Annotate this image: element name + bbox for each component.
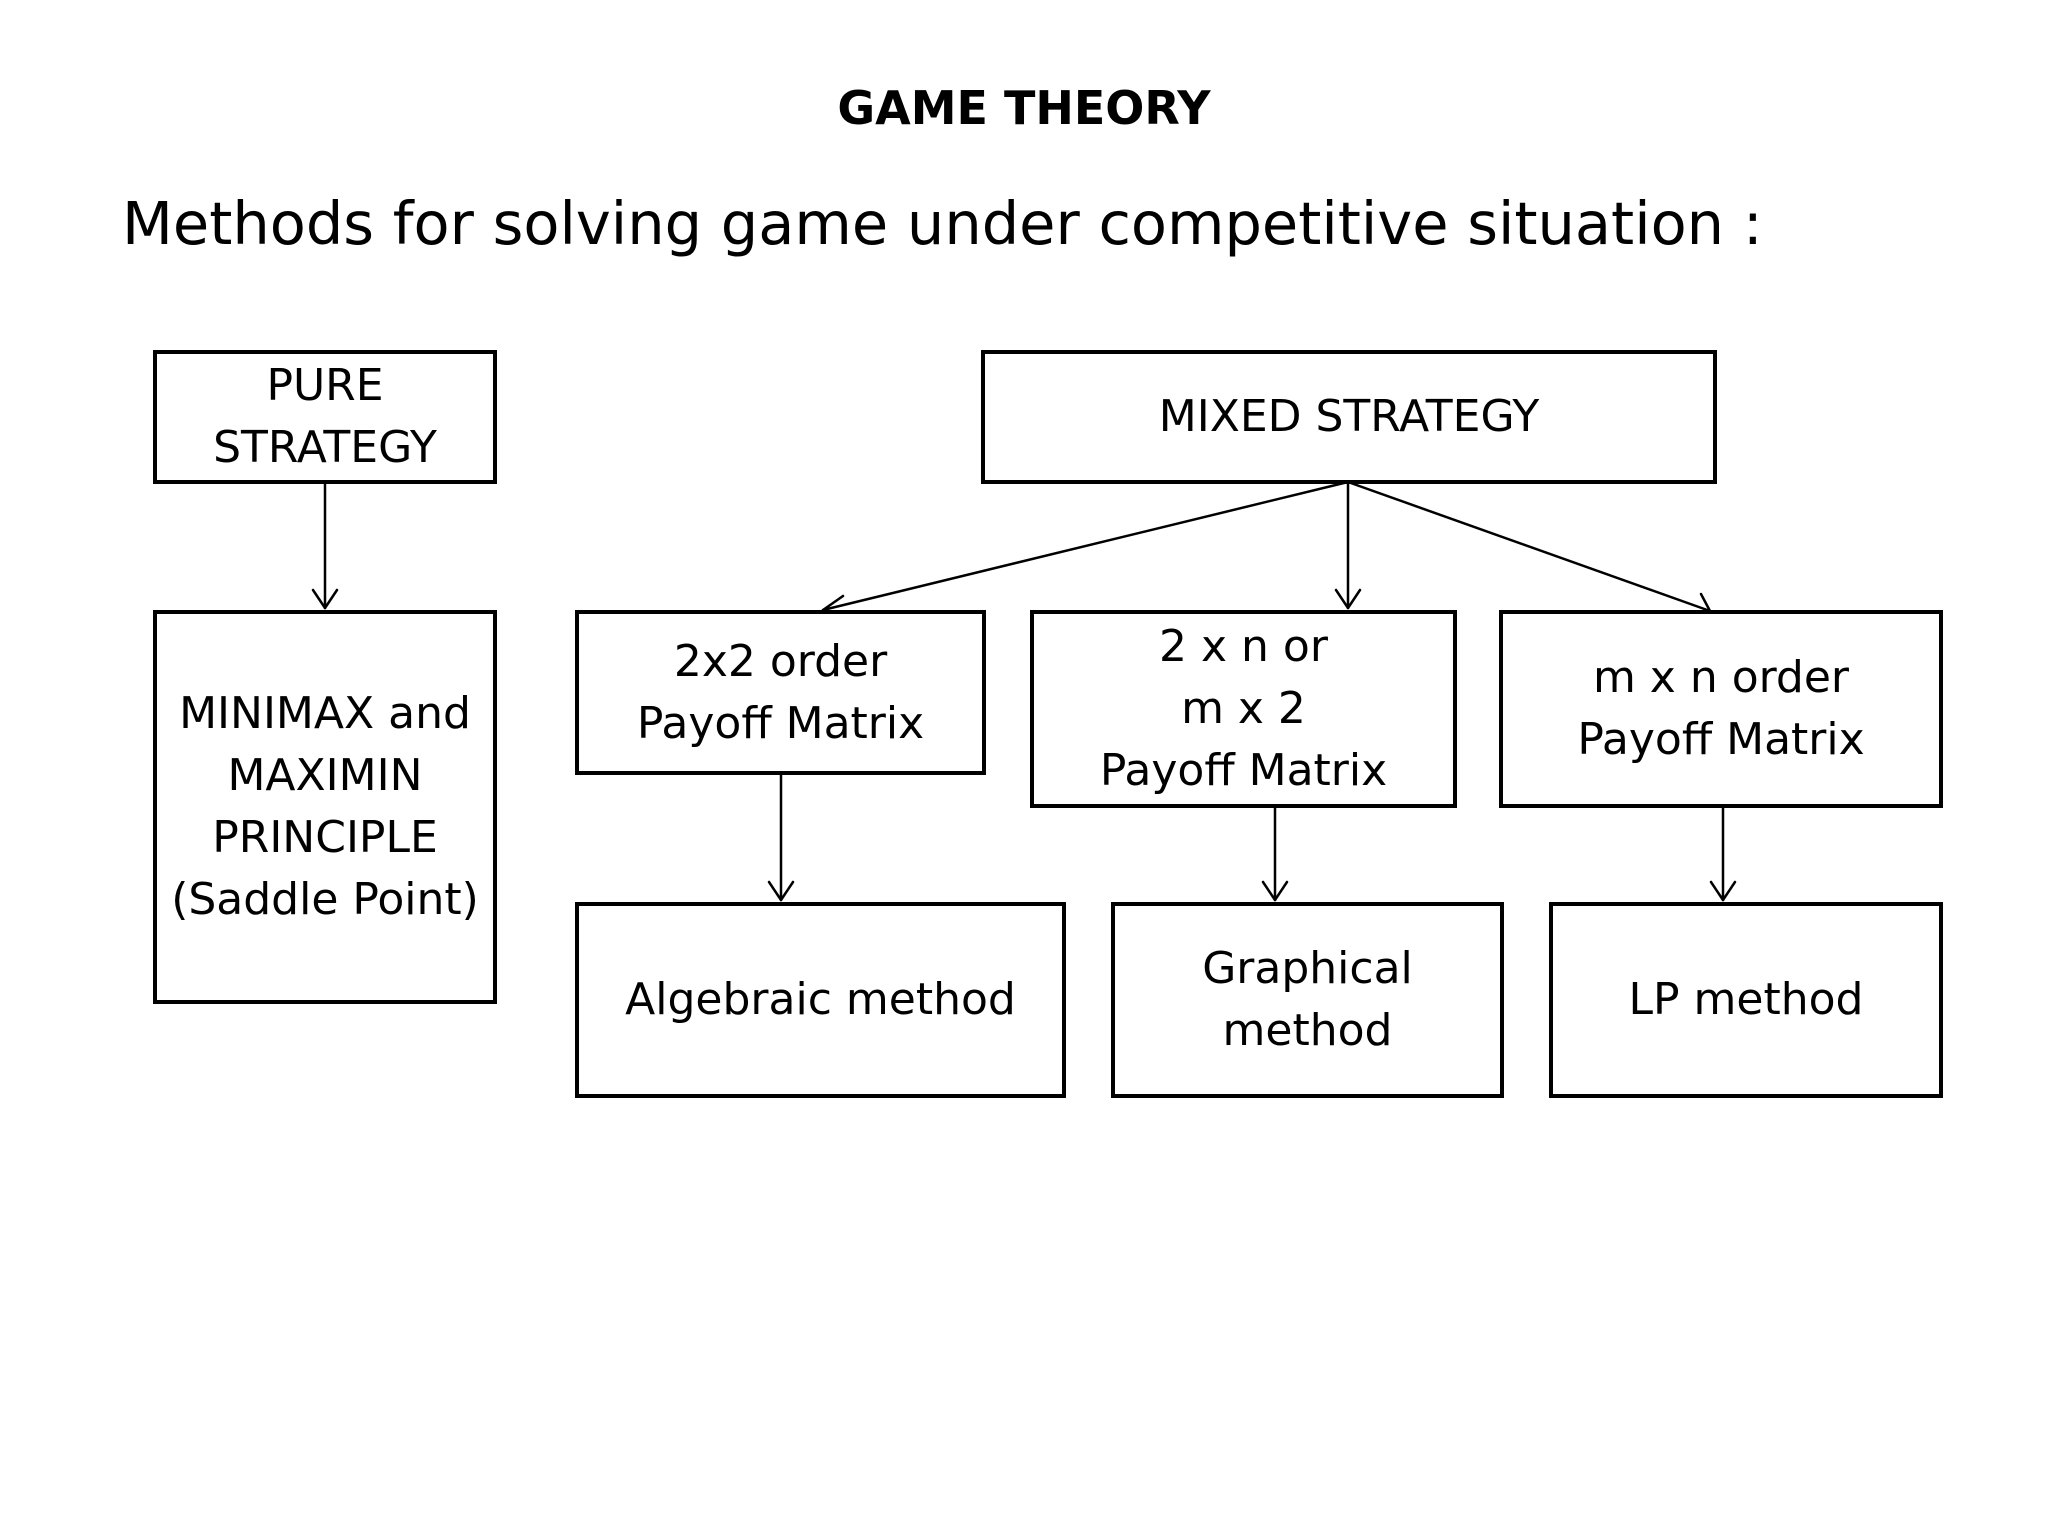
arrowhead-minimax [311, 588, 339, 610]
arrowhead-2xn [1334, 588, 1362, 610]
lp-method-box: LP method [1549, 902, 1943, 1098]
connector-mixed-to-2x2 [821, 480, 1350, 612]
algebraic-method-box: Algebraic method [575, 902, 1066, 1098]
minimax-maximin-label: MINIMAX and MAXIMIN PRINCIPLE (Saddle Po… [171, 688, 479, 925]
graphical-method-label: Graphical method [1202, 943, 1413, 1056]
order-2x2-box: 2x2 order Payoff Matrix [575, 610, 986, 775]
algebraic-method-label: Algebraic method [625, 974, 1016, 1025]
connector-mixed-to-mxn [1346, 480, 1712, 613]
order-mxn-box: m x n order Payoff Matrix [1499, 610, 1943, 808]
arrowhead-lp [1709, 880, 1737, 902]
arrowhead-graphical [1261, 880, 1289, 902]
minimax-maximin-box: MINIMAX and MAXIMIN PRINCIPLE (Saddle Po… [153, 610, 497, 1004]
order-mxn-label: m x n order Payoff Matrix [1577, 652, 1865, 765]
order-2xn-mx2-label: 2 x n or m x 2 Payoff Matrix [1099, 621, 1388, 796]
arrowhead-algebraic [767, 880, 795, 902]
slide-title: GAME THEORY [837, 81, 1211, 135]
pure-strategy-label: PURE STRATEGY [213, 360, 437, 473]
pure-strategy-box: PURE STRATEGY [153, 350, 497, 484]
slide-subtitle: Methods for solving game under competiti… [122, 189, 1763, 258]
order-2xn-mx2-box: 2 x n or m x 2 Payoff Matrix [1030, 610, 1457, 808]
mixed-strategy-box: MIXED STRATEGY [981, 350, 1717, 484]
lp-method-label: LP method [1628, 974, 1864, 1025]
order-2x2-label: 2x2 order Payoff Matrix [636, 635, 925, 749]
graphical-method-box: Graphical method [1111, 902, 1504, 1098]
mixed-strategy-label: MIXED STRATEGY [1158, 391, 1540, 442]
